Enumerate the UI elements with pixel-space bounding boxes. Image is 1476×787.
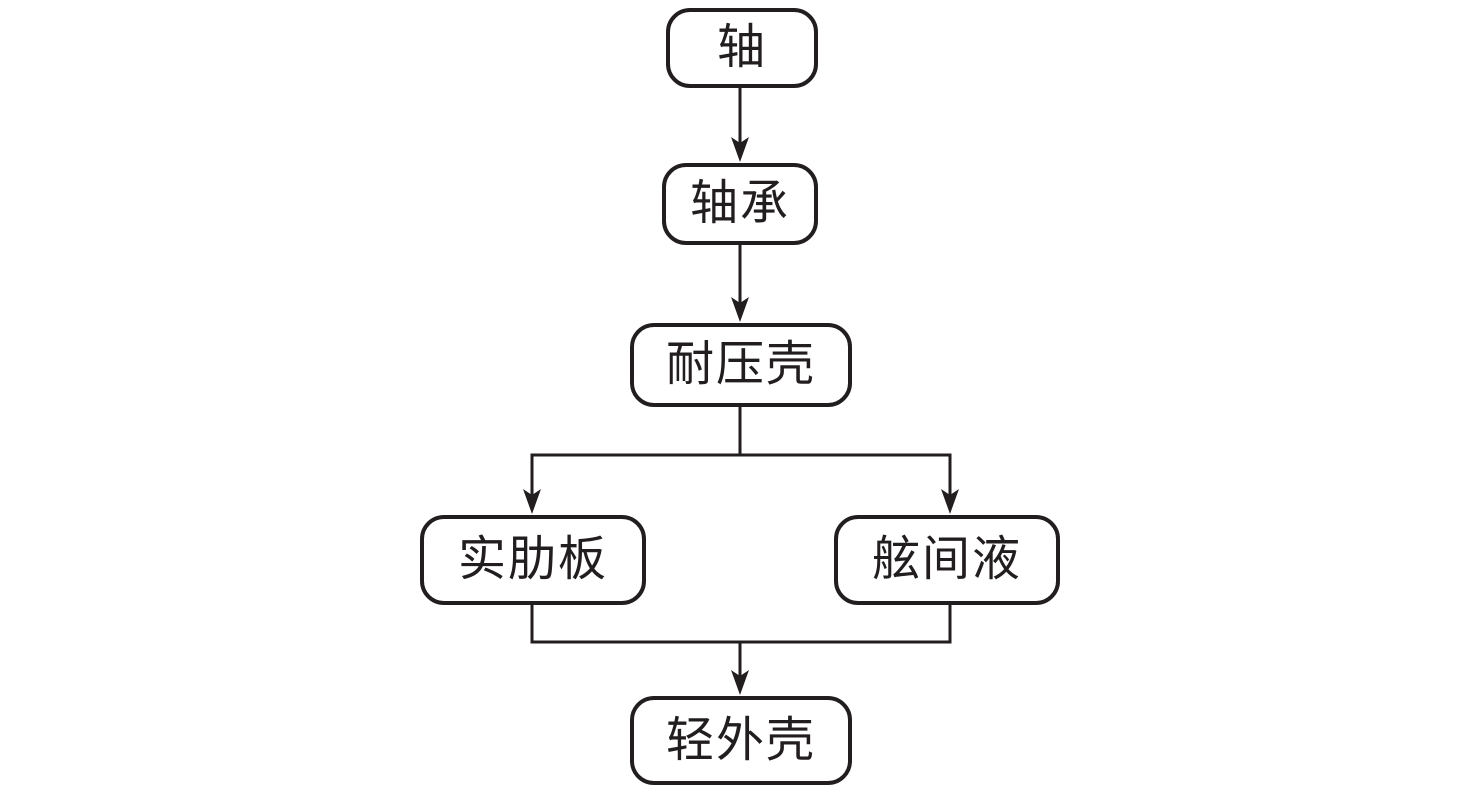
edge-pressure-hull-branch	[523, 407, 959, 514]
node-solid-floor-plate-label: 实肋板	[457, 533, 608, 586]
node-inter-hull-liquid: 舷间液	[834, 515, 1060, 605]
node-light-outer-shell: 轻外壳	[630, 696, 852, 785]
node-pressure-hull: 耐压壳	[630, 323, 852, 407]
node-pressure-hull-label: 耐压壳	[665, 338, 816, 391]
node-shaft-label: 轴	[716, 21, 767, 74]
node-shaft: 轴	[666, 8, 818, 88]
edge-bearing-to-pressure-hull	[731, 245, 749, 322]
node-solid-floor-plate: 实肋板	[420, 515, 646, 605]
node-light-outer-shell-label: 轻外壳	[665, 713, 816, 767]
node-bearing-label: 轴承	[689, 177, 790, 230]
node-bearing: 轴承	[662, 163, 818, 245]
edge-merge-to-light-outer-shell	[530, 605, 952, 695]
node-inter-hull-liquid-label: 舷间液	[871, 533, 1022, 586]
edge-shaft-to-bearing	[731, 88, 749, 162]
